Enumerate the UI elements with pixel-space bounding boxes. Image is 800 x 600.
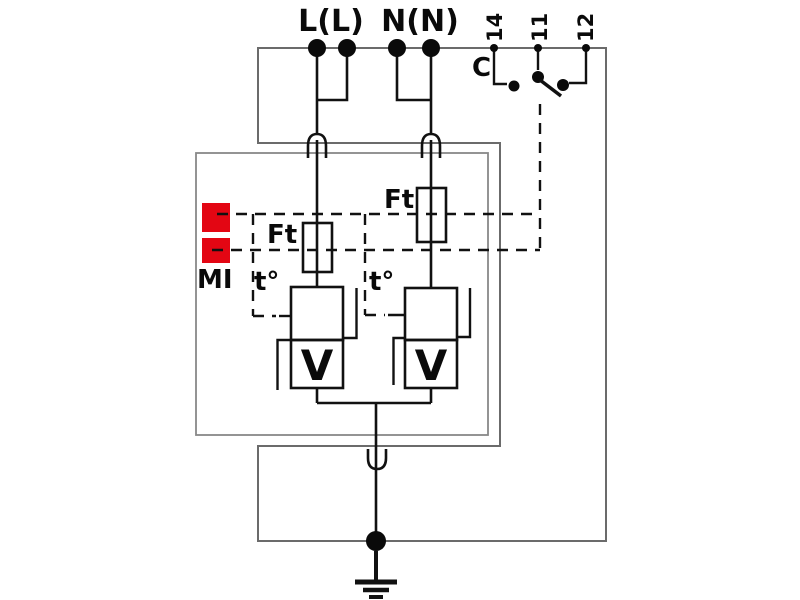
mechanical-linkage-dashed	[212, 104, 542, 318]
varistor-right-bracket-right	[457, 288, 472, 339]
varistor-left-bracket-right	[343, 288, 358, 340]
label-terminal-11: 11	[528, 13, 552, 42]
label-varistor-left: V	[301, 341, 334, 390]
contact-12-dot	[557, 79, 569, 91]
signal-contact-assembly	[492, 48, 588, 98]
label-varistor-right: V	[415, 341, 448, 390]
label-terminal-14: 14	[483, 13, 507, 42]
terminal-l1-dot	[308, 39, 326, 57]
terminal-14-busdot	[490, 44, 498, 52]
varistor-left-assembly	[276, 285, 358, 390]
terminal-pe-dot	[366, 531, 386, 551]
enclosure-outline	[257, 47, 607, 542]
fuse-left-body	[301, 221, 334, 274]
varistor-right-bracket-left	[392, 336, 405, 385]
mi-indicator-flags	[202, 203, 230, 263]
terminal-11-busdot	[534, 44, 542, 52]
terminal-dots	[308, 39, 590, 551]
label-fuse-right: Ft	[384, 185, 414, 215]
power-wiring	[315, 48, 433, 538]
label-contact-common: C	[472, 53, 491, 83]
contact-14-dot	[508, 80, 520, 92]
varistor-left-disconnector-box	[289, 285, 345, 342]
wire-n-left	[395, 48, 431, 102]
terminal-n2-dot	[422, 39, 440, 57]
plug-arch-l	[306, 132, 328, 158]
label-thermal-right: t°	[369, 267, 394, 297]
mi-flag-top	[202, 203, 230, 232]
varistor-right-assembly	[388, 286, 472, 390]
varistor-right-disconnector-box	[403, 286, 459, 342]
label-thermal-left: t°	[254, 267, 279, 297]
varistor-right-box	[403, 338, 459, 390]
terminal-l2-dot	[338, 39, 356, 57]
fuse-right	[415, 186, 448, 244]
contact-14-wire	[492, 48, 507, 86]
labels: L(L) N(N) 14 11 12 C Ft Ft t° t° MI V V	[197, 4, 598, 390]
contact-lever	[538, 78, 563, 98]
module-box	[195, 152, 489, 436]
terminal-12-busdot	[582, 44, 590, 52]
label-line-terminal: L(L)	[298, 4, 364, 39]
contact-12-wire	[569, 48, 588, 85]
earth-ground-icon	[355, 551, 397, 599]
fuse-left	[301, 221, 334, 274]
terminal-n1-dot	[388, 39, 406, 57]
label-mi-indicator: MI	[197, 265, 233, 295]
varistor-left-bracket-left	[276, 338, 291, 390]
plug-arch-pe	[366, 449, 388, 471]
plug-connectors	[306, 132, 442, 471]
label-fuse-left: Ft	[267, 220, 297, 250]
wire-l-right	[317, 48, 349, 102]
plug-arch-n	[420, 132, 442, 158]
label-neutral-terminal: N(N)	[381, 4, 459, 39]
fuse-right-body	[415, 186, 448, 244]
varistor-left-box	[289, 338, 345, 390]
label-terminal-12: 12	[574, 13, 598, 42]
